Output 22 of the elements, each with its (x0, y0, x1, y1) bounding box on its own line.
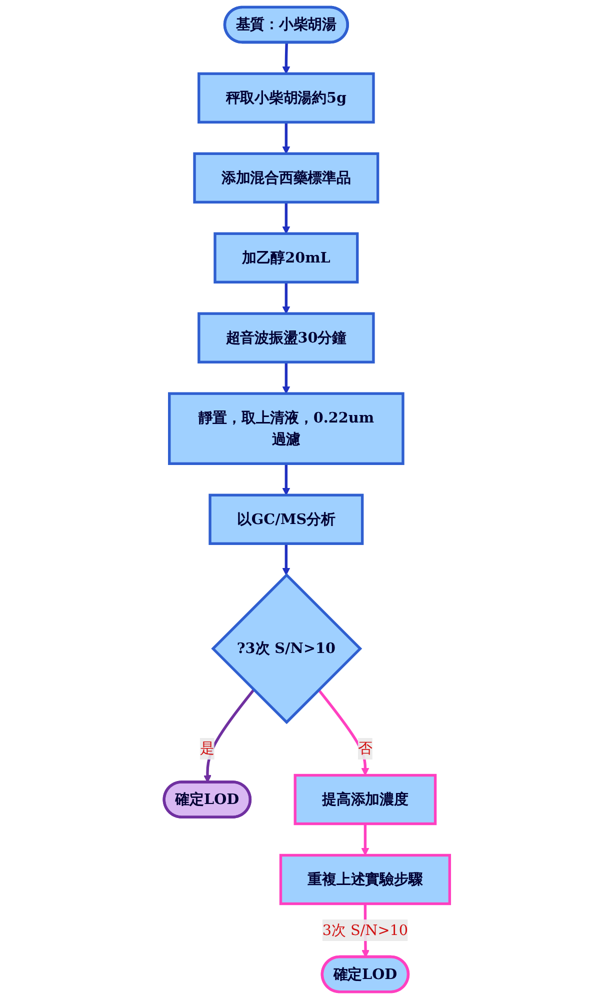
arrow (282, 464, 290, 496)
arrow (282, 122, 290, 154)
node-box: 超音波振盪30分鐘 (197, 312, 374, 364)
arrow (282, 544, 290, 576)
arrow (282, 282, 290, 314)
node-box: 加乙醇20mL (213, 232, 358, 284)
edge-label: 是 (200, 740, 214, 757)
arrow (282, 42, 290, 74)
node-box: 靜置，取上清液，0.22um過濾 (168, 392, 404, 465)
node-box: 以GC/MS分析 (208, 494, 364, 545)
node-box: 添加混合西藥標準品 (192, 152, 379, 204)
node-diamond: ?3次 S/N>10 (210, 573, 362, 724)
node-box: 重複上述實驗步驟 (279, 854, 451, 906)
edge-label: 否 (358, 740, 372, 757)
node-box: 提高添加濃度 (293, 774, 436, 826)
arrow (282, 362, 290, 394)
edge-label: 3次 S/N>10 (322, 921, 408, 938)
arrow (282, 202, 290, 234)
arrow (317, 688, 369, 776)
node-box: 秤取小柴胡湯約5g (197, 72, 374, 124)
arrow (203, 688, 254, 783)
arrow (360, 824, 369, 856)
